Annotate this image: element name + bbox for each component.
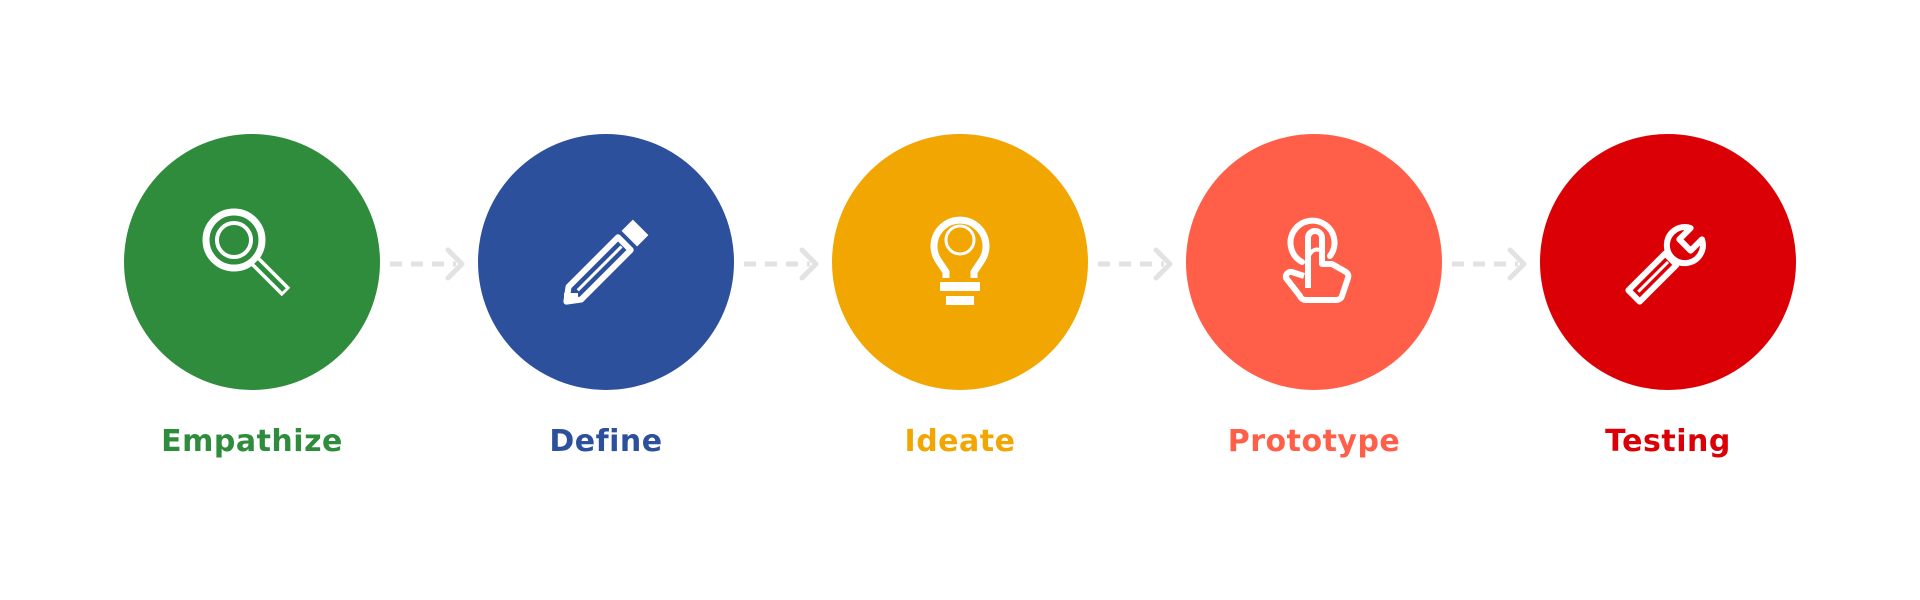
step-ideate: Ideate xyxy=(832,134,1088,459)
step-label: Define xyxy=(549,424,663,459)
step-circle xyxy=(124,134,380,390)
step-circle xyxy=(1186,134,1442,390)
connector-arrow xyxy=(1098,247,1173,281)
step-circle xyxy=(1540,134,1796,390)
connector-arrow xyxy=(744,247,819,281)
step-circle xyxy=(832,134,1088,390)
magnifier-icon xyxy=(202,208,291,297)
step-testing: Testing xyxy=(1540,134,1796,459)
step-circle xyxy=(478,134,734,390)
step-label: Empathize xyxy=(161,424,343,459)
step-label: Prototype xyxy=(1227,424,1401,459)
lightbulb-icon xyxy=(930,216,990,305)
wrench-icon xyxy=(1625,224,1706,305)
connector-arrow xyxy=(1452,247,1527,281)
step-empathize: Empathize xyxy=(124,134,380,459)
step-prototype: Prototype xyxy=(1186,134,1442,459)
pencil-icon xyxy=(563,219,649,305)
step-define: Define xyxy=(478,134,734,459)
step-label: Testing xyxy=(1605,424,1731,459)
step-label: Ideate xyxy=(904,424,1016,459)
pointer-hand-icon xyxy=(1282,217,1352,303)
connector-arrow xyxy=(390,247,465,281)
